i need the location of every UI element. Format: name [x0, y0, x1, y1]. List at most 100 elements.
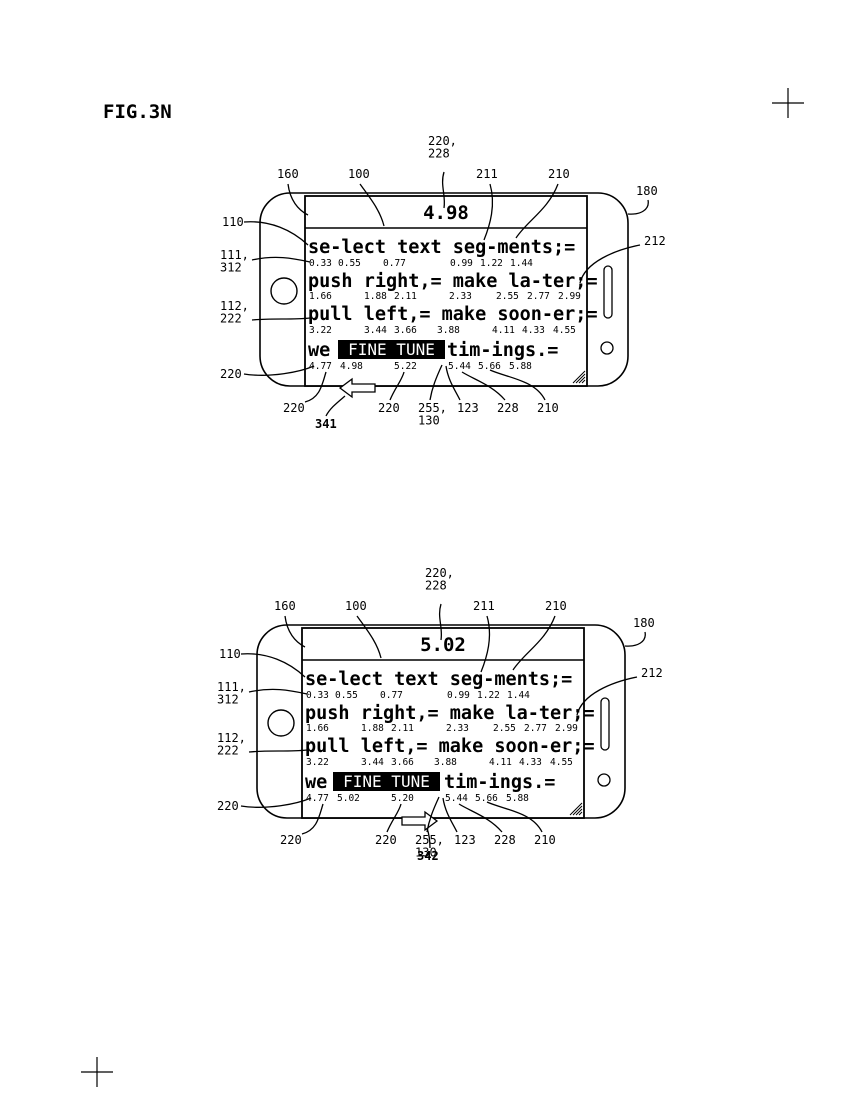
leader-line — [480, 615, 491, 673]
sensor-icon — [600, 341, 614, 355]
ref-label-arrow: 341 — [315, 417, 337, 431]
sensor-icon — [597, 773, 611, 787]
ref-label-212: 212 — [641, 666, 663, 680]
ref-label-210-top: 210 — [548, 167, 570, 181]
timestamp-label: 0.55 — [335, 690, 358, 701]
leader-line — [489, 369, 546, 401]
lyric-line-4-prefix: we — [308, 340, 330, 361]
leader-line — [438, 603, 443, 641]
crop-mark-bottom-left — [81, 1057, 113, 1087]
timestamp-label: 1.22 — [477, 690, 500, 701]
speaker-slot-icon — [600, 697, 610, 751]
leader-line — [389, 371, 405, 401]
ref-label-arrow: 342 — [417, 849, 439, 863]
timestamp-label: 2.33 — [449, 291, 472, 302]
highlighted-segment: FINE TUNE — [343, 772, 430, 791]
leader-line — [442, 797, 458, 833]
timestamp-label: 5.88 — [509, 361, 532, 372]
ref-label-255: 255,130 — [415, 833, 444, 860]
lyric-line-4-prefix: we — [305, 772, 327, 793]
leader-line — [248, 688, 308, 695]
timestamp-label: 4.33 — [519, 757, 542, 768]
timestamp-label: 0.99 — [447, 690, 470, 701]
timestamp-label: 0.77 — [380, 690, 403, 701]
timestamp-label: 5.66 — [475, 793, 498, 804]
leader-line — [251, 256, 311, 263]
leader-line — [284, 615, 306, 648]
timestamp-label: 0.99 — [450, 258, 473, 269]
timestamp-label: 4.11 — [492, 325, 515, 336]
ref-label-180: 180 — [636, 184, 658, 198]
ref-label-210-bottom: 210 — [537, 401, 559, 415]
leader-line — [243, 365, 315, 376]
timestamp-label: 4.55 — [553, 325, 576, 336]
timer-display: 4.98 — [423, 202, 469, 224]
timestamp-label: 2.11 — [391, 723, 414, 734]
ref-label-111: 111,312 — [217, 680, 246, 707]
ref-label-210-top: 210 — [545, 599, 567, 613]
timestamp-label: 3.22 — [306, 757, 329, 768]
leader-line — [486, 801, 543, 833]
ref-label-220-bottom-b: 220 — [375, 833, 397, 847]
arrow-left-icon — [338, 377, 376, 399]
lyric-line-1: se-lect text seg-ments;= — [305, 669, 572, 690]
ref-label-100: 100 — [348, 167, 370, 181]
timestamp-label: 3.88 — [437, 325, 460, 336]
timestamp-label: 1.66 — [306, 723, 329, 734]
lyric-line-3: pull left,= make soon-er;= — [308, 304, 598, 325]
leader-line — [243, 221, 309, 246]
timestamp-label: 2.55 — [493, 723, 516, 734]
resize-grip-icon — [569, 802, 583, 816]
figure-label: FIG.3N — [103, 101, 172, 123]
ref-label-228: 228 — [497, 401, 519, 415]
timestamp-label: 1.88 — [361, 723, 384, 734]
timestamp-label: 0.33 — [306, 690, 329, 701]
leader-line — [483, 183, 494, 241]
leader-line — [579, 244, 641, 284]
highlighted-segment: FINE TUNE — [348, 340, 435, 359]
leader-line — [426, 796, 440, 833]
ref-label-160: 160 — [277, 167, 299, 181]
ref-label-123: 123 — [454, 833, 476, 847]
timestamp-label: 4.33 — [522, 325, 545, 336]
timestamp-label: 5.20 — [391, 793, 414, 804]
timestamp-label: 3.88 — [434, 757, 457, 768]
lyric-line-4-suffix: tim-ings.= — [444, 772, 555, 793]
ref-label-211: 211 — [473, 599, 495, 613]
timestamp-label: 1.66 — [309, 291, 332, 302]
timestamp-label: 1.88 — [364, 291, 387, 302]
ref-label-112: 112,222 — [220, 299, 249, 326]
timestamp-label: 2.55 — [496, 291, 519, 302]
timestamp-label: 4.98 — [340, 361, 363, 372]
timestamp-label: 4.11 — [489, 757, 512, 768]
resize-grip-icon — [572, 370, 586, 384]
leader-line — [301, 803, 324, 835]
timestamp-label: 5.66 — [478, 361, 501, 372]
ref-label-160: 160 — [274, 599, 296, 613]
highlight-box — [338, 340, 445, 359]
timestamp-label: 1.44 — [510, 258, 533, 269]
leader-line — [624, 631, 646, 647]
timestamp-label: 3.44 — [361, 757, 384, 768]
ref-label-228: 228 — [494, 833, 516, 847]
ref-label-220-left: 220 — [220, 367, 242, 381]
lyric-line-3: pull left,= make soon-er;= — [305, 736, 595, 757]
leader-line — [325, 395, 346, 417]
lyric-line-2: push right,= make la-ter;= — [308, 271, 598, 292]
leader-line — [248, 749, 308, 753]
ref-label-110: 110 — [222, 215, 244, 229]
crop-mark-top-right — [772, 88, 804, 118]
ref-label-255: 255,130 — [418, 401, 447, 428]
leader-line — [240, 653, 306, 678]
timestamp-label: 5.88 — [506, 793, 529, 804]
timestamp-label: 0.77 — [383, 258, 406, 269]
leader-line — [461, 371, 506, 401]
leader-line — [458, 803, 503, 833]
ref-label-100: 100 — [345, 599, 367, 613]
speaker-slot-icon — [603, 265, 613, 319]
leader-line — [359, 183, 385, 227]
timestamp-label: 5.22 — [394, 361, 417, 372]
ref-label-212: 212 — [644, 234, 666, 248]
ref-label-220-left: 220 — [217, 799, 239, 813]
